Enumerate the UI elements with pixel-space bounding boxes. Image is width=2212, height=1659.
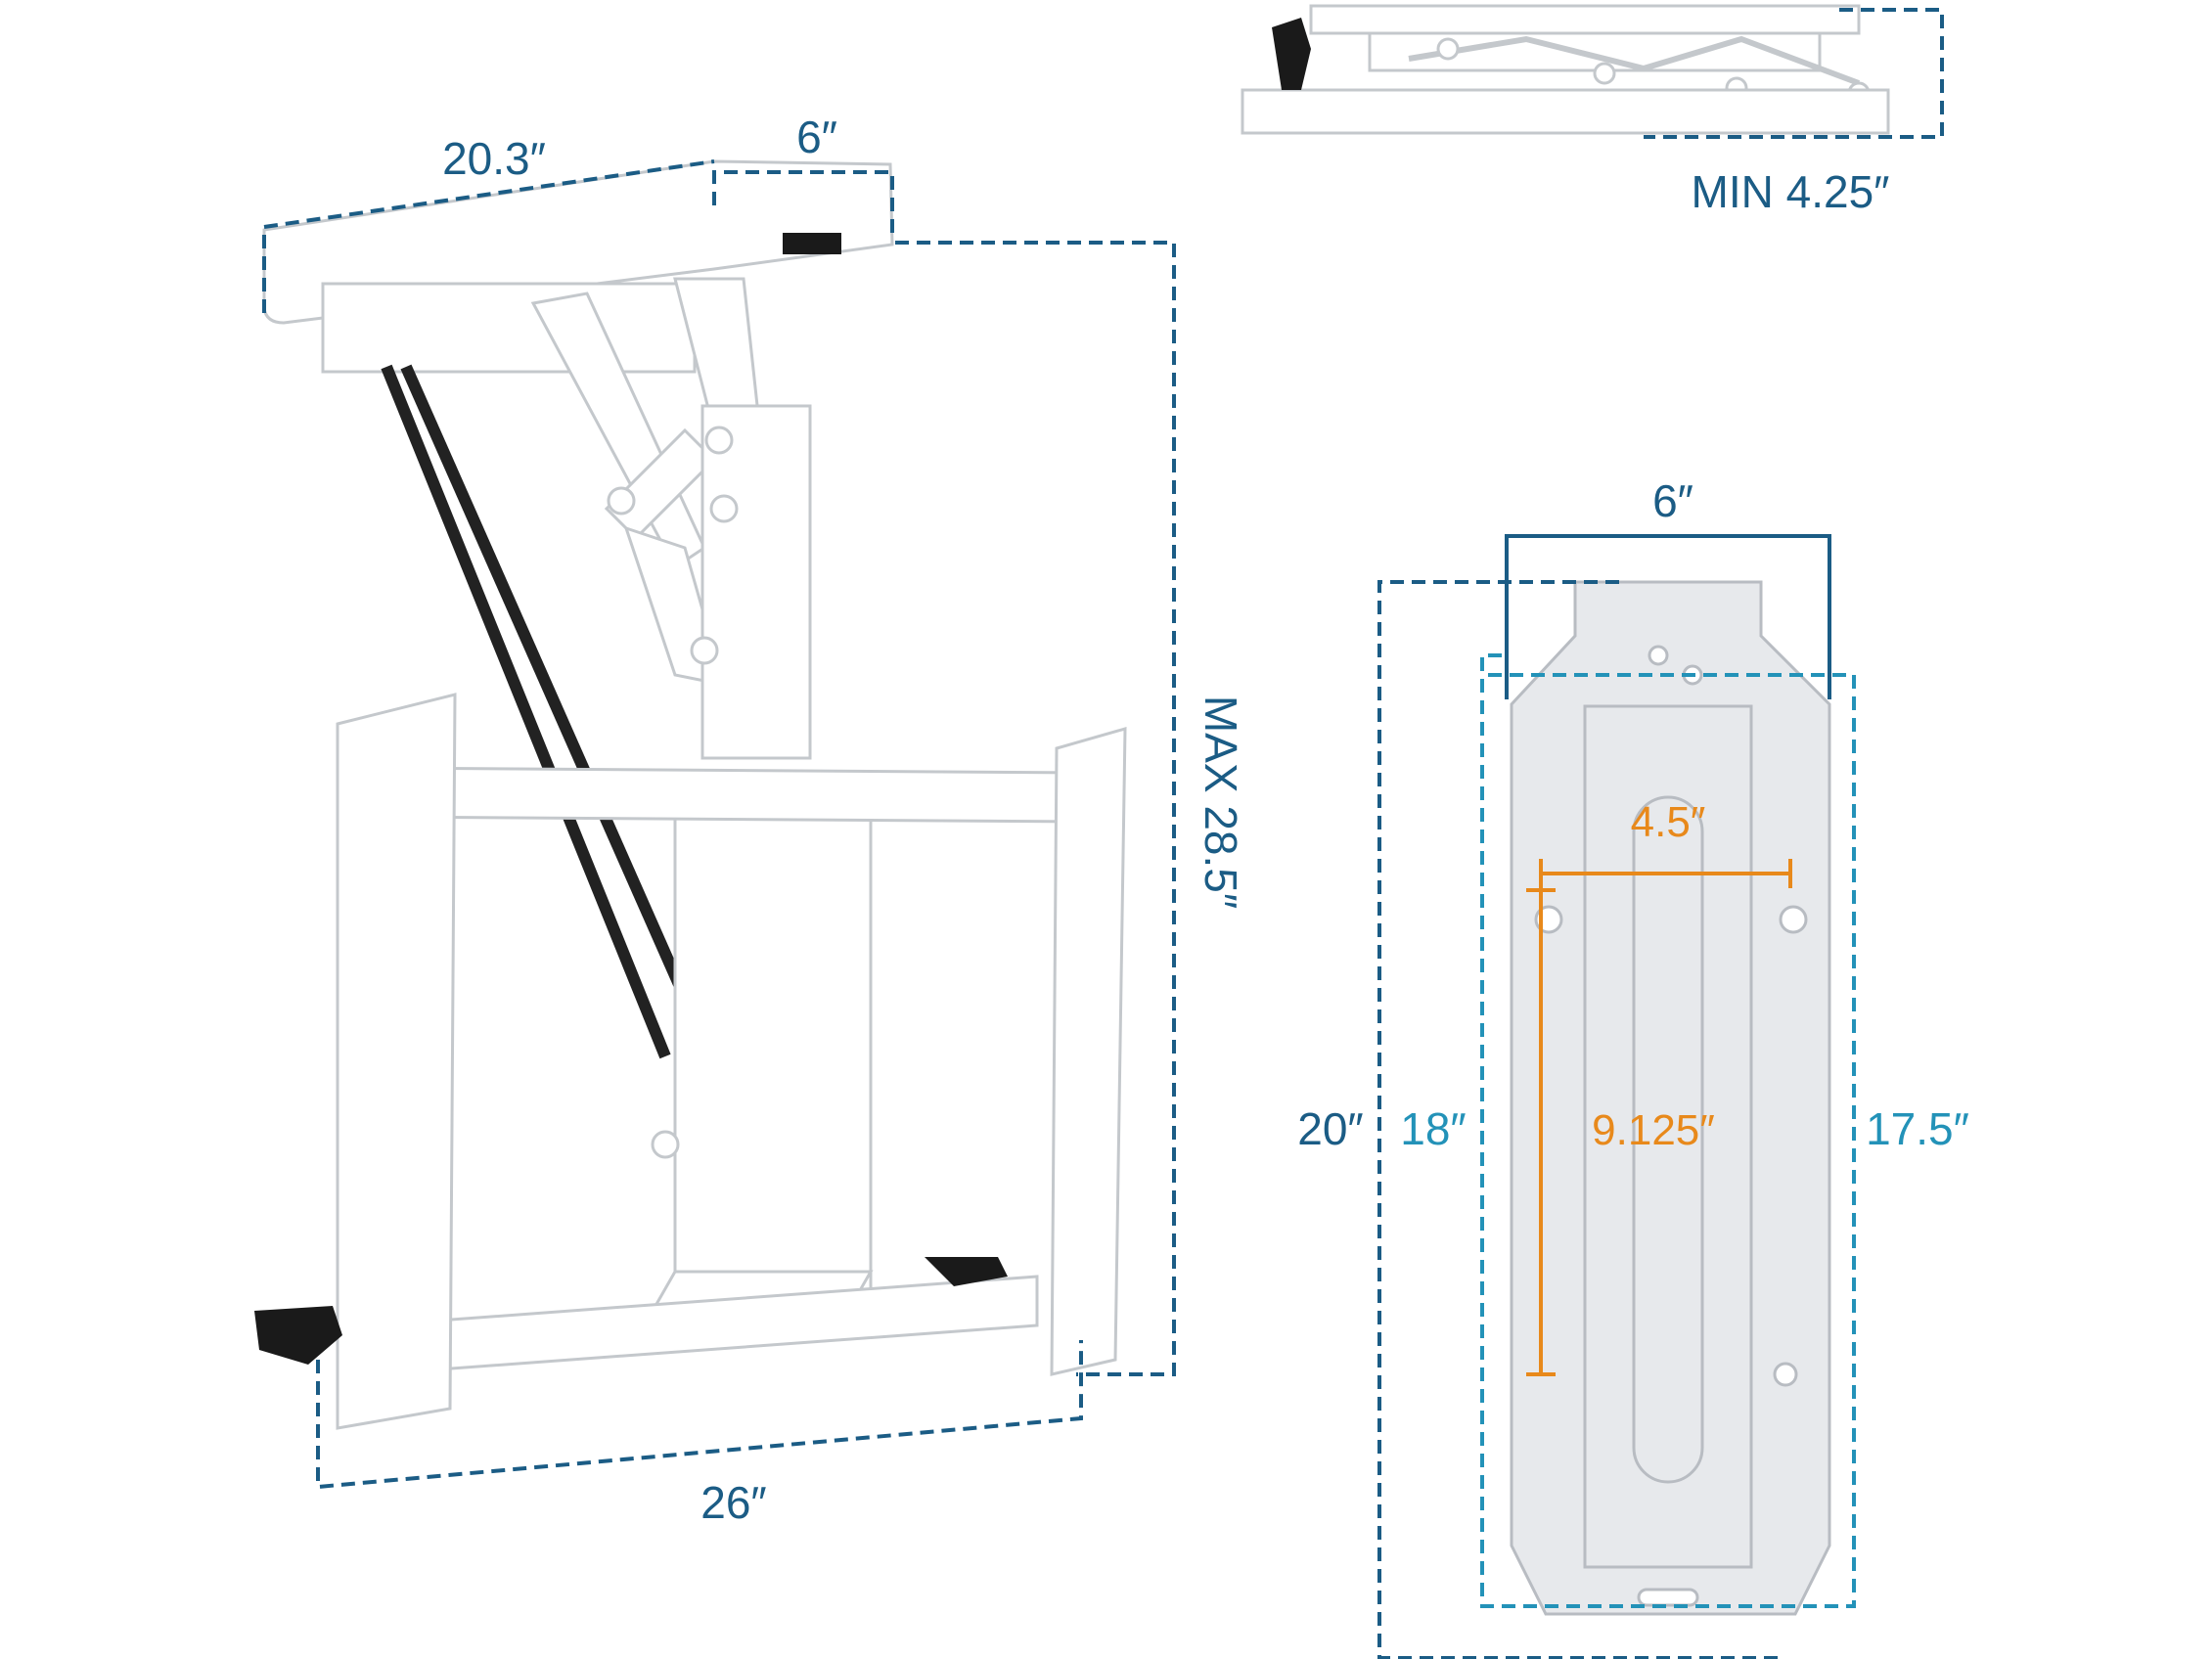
folded-pivot-2 bbox=[1593, 62, 1616, 85]
width-top-dim-line bbox=[712, 170, 894, 235]
plate-slot bbox=[1632, 795, 1704, 1484]
plate-housing bbox=[321, 282, 697, 374]
gas-rod-1 bbox=[381, 364, 671, 1059]
width-bottom-dim-line bbox=[316, 1340, 1083, 1490]
extended-mount-view: 20.3″ 6″ MAX 28.5″ 26″ bbox=[254, 112, 1246, 1528]
plate-center-channel bbox=[1583, 704, 1753, 1569]
keyhole-right bbox=[1779, 905, 1808, 934]
folded-mount-view: MIN 4.25″ bbox=[1241, 4, 1944, 217]
gas-rod-2 bbox=[400, 364, 691, 1001]
pivot-3 bbox=[607, 486, 636, 516]
plate-inner-dim-line bbox=[1480, 653, 1856, 1608]
plate-right-label: 17.5″ bbox=[1866, 1103, 1969, 1154]
tension-knob-icon bbox=[1272, 18, 1311, 90]
max-height-label: MAX 28.5″ bbox=[1196, 695, 1246, 909]
depth-top-label: 20.3″ bbox=[442, 133, 546, 184]
min-height-dim-line bbox=[1644, 8, 1944, 139]
hole-spacing-label: 4.5″ bbox=[1631, 798, 1706, 846]
hole-vertical-label: 9.125″ bbox=[1592, 1106, 1715, 1154]
max-height-dim-line bbox=[895, 241, 1176, 1376]
width-bottom-label: 26″ bbox=[700, 1477, 766, 1528]
plate-outer-label: 18″ bbox=[1400, 1103, 1466, 1154]
folded-top-plate bbox=[1309, 4, 1861, 35]
width-top-label: 6″ bbox=[796, 112, 837, 162]
folded-linkage bbox=[1408, 35, 1861, 86]
plate-width-dim-line bbox=[1505, 534, 1831, 699]
min-height-label: MIN 4.25″ bbox=[1692, 166, 1890, 217]
plate-width-label: 6″ bbox=[1652, 475, 1693, 526]
plate-bottom-slot bbox=[1637, 1588, 1699, 1607]
plate-hole-1 bbox=[1648, 645, 1669, 666]
hole-spacing-dim bbox=[1526, 859, 1792, 1376]
plate-total-label: 20″ bbox=[1297, 1103, 1363, 1154]
depth-dim-line bbox=[262, 159, 715, 313]
pivot-2 bbox=[709, 494, 739, 523]
vertical-slider bbox=[673, 815, 873, 1298]
tension-knob-right-icon bbox=[925, 1257, 1008, 1286]
plate-total-dim-line bbox=[1377, 580, 1781, 1659]
top-rail bbox=[370, 766, 1088, 824]
folded-pivot-1 bbox=[1436, 37, 1460, 61]
left-tv-bracket bbox=[336, 693, 457, 1430]
folded-tv-bracket bbox=[1241, 88, 1890, 135]
pivot-4 bbox=[690, 636, 719, 665]
right-tv-bracket bbox=[1050, 727, 1127, 1376]
plate-switch-icon bbox=[783, 233, 841, 254]
pivot-5 bbox=[651, 1130, 680, 1159]
plate-hole-3 bbox=[1773, 1362, 1798, 1387]
ceiling-plate-view: 6″ 20″ 18″ 17.5″ 4.5″ 9.125″ bbox=[1297, 475, 1969, 1659]
tension-knob-left-icon bbox=[254, 1306, 342, 1365]
vertical-column bbox=[700, 404, 812, 760]
pivot-1 bbox=[704, 426, 734, 455]
